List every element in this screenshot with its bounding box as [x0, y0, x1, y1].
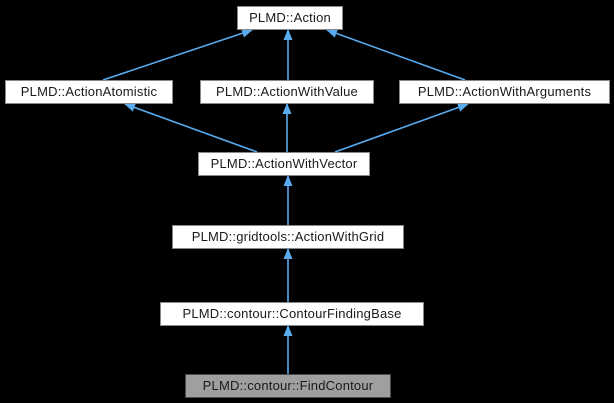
class-node-action-with-value[interactable]: PLMD::ActionWithValue [200, 80, 374, 104]
inheritance-arrow-withvector-to-atomistic [124, 103, 258, 153]
class-node-gridtools-action-with-grid[interactable]: PLMD::gridtools::ActionWithGrid [172, 225, 404, 249]
class-node-find-contour-current: PLMD::contour::FindContour [185, 374, 391, 398]
class-node-action-with-arguments[interactable]: PLMD::ActionWithArguments [399, 80, 610, 104]
inheritance-arrow-witharguments-to-action [326, 29, 466, 81]
class-node-action-with-vector[interactable]: PLMD::ActionWithVector [198, 152, 370, 176]
class-node-contour-finding-base[interactable]: PLMD::contour::ContourFindingBase [160, 302, 424, 326]
class-node-action-atomistic[interactable]: PLMD::ActionAtomistic [5, 80, 173, 104]
class-node-action[interactable]: PLMD::Action [237, 6, 343, 30]
inheritance-arrow-atomistic-to-action [102, 28, 253, 81]
inheritance-arrow-withvector-to-witharguments [334, 103, 469, 153]
